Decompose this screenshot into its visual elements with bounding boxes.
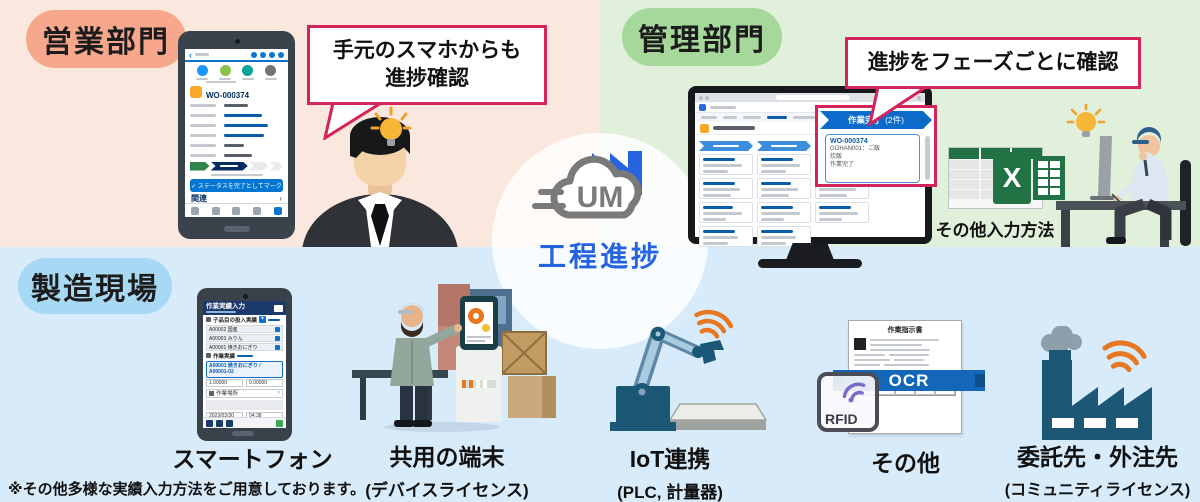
board-object-icon bbox=[700, 123, 709, 133]
excel-caption: その他入力方法 bbox=[935, 221, 1055, 240]
record-action-buttons bbox=[185, 62, 288, 83]
edit-icon bbox=[275, 335, 280, 341]
app-logo-icon bbox=[699, 103, 706, 111]
child-item-row: A00002 国産 bbox=[206, 325, 283, 333]
action-icon bbox=[219, 65, 231, 76]
action-icon bbox=[196, 65, 208, 76]
sales-speech-bubble: 手元のスマホからも 進捗確認 bbox=[307, 25, 547, 105]
work-results-section: 作業実績 bbox=[203, 351, 286, 360]
photo-icon bbox=[216, 419, 223, 427]
item-label-others: その他 bbox=[871, 450, 940, 476]
item-label-iot: IoT連携 (PLC, 計量器) bbox=[617, 446, 723, 502]
qr-code-icon bbox=[854, 338, 866, 350]
monitor-stand-neck bbox=[786, 243, 834, 260]
save-icon bbox=[276, 419, 283, 427]
excel-spreadsheet-icon: X bbox=[948, 144, 1083, 214]
admin-speech-bubble: 進捗をフェーズごとに確認 bbox=[845, 37, 1141, 89]
child-item-row: A00003 みりん bbox=[206, 334, 283, 342]
idea-lightbulb-icon bbox=[1076, 112, 1096, 132]
work-entry-header: 作業実績入力 bbox=[203, 301, 286, 315]
document-title: 作業指示書 bbox=[887, 327, 923, 334]
work-order-id: WO-000374 bbox=[206, 90, 250, 100]
edit-icon bbox=[275, 326, 280, 332]
nav-icon bbox=[211, 206, 220, 215]
rfid-tag-icon: RFID bbox=[817, 372, 879, 432]
work-location-dropdown: 作業場所 × bbox=[206, 388, 283, 398]
child-items-section: 子品目の投入実績 + bbox=[203, 315, 286, 324]
phone-home-slot bbox=[231, 431, 254, 436]
home-icon bbox=[251, 51, 257, 58]
factory-phone-screen: 作業実績入力 子品目の投入実績 + A00002 国産 A00003 みりん A… bbox=[203, 301, 286, 428]
phone-home-slot bbox=[223, 226, 250, 232]
quantity-input: 0.00000 bbox=[246, 378, 283, 387]
browser-chrome bbox=[695, 93, 925, 102]
back-icon: ‹ bbox=[189, 49, 192, 60]
phone-camera-dot bbox=[234, 39, 240, 44]
truck-icon bbox=[274, 305, 283, 312]
notifications-icon bbox=[278, 51, 284, 58]
card-work-order-id: WO-000374 bbox=[830, 138, 868, 145]
factory-smartphone: 作業実績入力 子品目の投入実績 + A00002 国産 A00003 みりん A… bbox=[197, 288, 292, 441]
favorite-icon bbox=[260, 51, 266, 58]
factory-section-label: 製造現場 bbox=[18, 258, 172, 314]
footnote: ※その他多様な実績入力方法をご用意しております。 bbox=[8, 481, 366, 498]
mobile-bottom-nav bbox=[185, 203, 288, 217]
nav-icon bbox=[253, 206, 262, 215]
subcontractor-factory-icon bbox=[1041, 326, 1152, 440]
selected-item-card: A00001 焼きおにぎり / A00001-02 bbox=[206, 361, 283, 378]
idea-lightbulb-icon bbox=[370, 106, 412, 146]
sales-smartphone: ‹ WO-000374 bbox=[178, 31, 295, 239]
action-icon bbox=[242, 65, 254, 76]
bubble-text-line1: 手元のスマホからも bbox=[332, 38, 522, 62]
um-cloud-factory-logo-icon: UM bbox=[532, 151, 642, 219]
mobile-app-header: ‹ bbox=[185, 49, 288, 62]
excel-x-logo: X bbox=[993, 152, 1031, 204]
phone-camera-dot bbox=[242, 294, 248, 299]
search-icon bbox=[269, 51, 275, 58]
sales-bubble-tail bbox=[323, 102, 382, 140]
nav-icon bbox=[273, 206, 282, 215]
rfid-label: RFID bbox=[825, 411, 858, 427]
bubble-text-line2: 進捗確認 bbox=[385, 67, 469, 90]
grid-icon bbox=[226, 419, 233, 427]
businessman-illustration bbox=[302, 117, 458, 247]
child-item-row: A00001 焼きおにぎり bbox=[206, 343, 283, 351]
sales-section-label: 営業部門 bbox=[26, 10, 186, 68]
sales-phone-screen: ‹ WO-000374 bbox=[185, 49, 288, 217]
mark-status-complete-button: ✓ ステータスを完了としてマーク bbox=[190, 179, 283, 192]
admin-desktop-monitor: 作業完了(2件) WO-000374 GOHAN001：ご飯 炊飯 作業完了 bbox=[688, 86, 937, 247]
admin-bubble-tail bbox=[868, 86, 927, 126]
kanban-column bbox=[757, 141, 811, 247]
ocr-rfid-group: 作業指示書 OCR RFID bbox=[815, 318, 987, 444]
add-icon: + bbox=[259, 316, 267, 323]
phase-scrollbar bbox=[925, 136, 930, 180]
nav-icon bbox=[191, 206, 200, 215]
comment-textarea bbox=[206, 399, 283, 410]
work-order-card: WO-000374 GOHAN001：ご飯 炊飯 作業完了 bbox=[825, 134, 920, 183]
admin-section-label: 管理部門 bbox=[622, 8, 782, 66]
bubble-text: 進捗をフェーズごとに確認 bbox=[867, 50, 1119, 74]
related-section-row: 関連› bbox=[191, 194, 282, 203]
quantity-input: 1.00000 bbox=[206, 378, 243, 387]
product-name: 工程進捗 bbox=[537, 241, 662, 272]
action-icon bbox=[265, 65, 277, 76]
excel-sheet-grid bbox=[1033, 156, 1065, 200]
iot-robot-arm-illustration bbox=[610, 309, 768, 431]
monitor-stand-base bbox=[758, 259, 862, 268]
record-banner: WO-000374 bbox=[185, 80, 288, 100]
desk-worker-illustration bbox=[1056, 104, 1191, 247]
shared-terminal-illustration bbox=[352, 284, 556, 432]
item-label-subcontractor: 委託先・外注先 (コミュニティライセンス) bbox=[1004, 444, 1191, 499]
status-path bbox=[185, 160, 288, 172]
camera-icon bbox=[206, 419, 213, 427]
product-logo-circle: UM 工程進捗 bbox=[492, 133, 708, 349]
nav-icon bbox=[232, 206, 241, 215]
svg-text:UM: UM bbox=[577, 181, 624, 214]
factory-phone-toolbar bbox=[203, 417, 286, 428]
kanban-column bbox=[699, 141, 753, 247]
item-label-smartphone: スマートフォン bbox=[172, 446, 333, 472]
work-order-icon bbox=[190, 85, 202, 98]
item-label-shared-terminal: 共用の端末 (デバイスライセンス) bbox=[365, 444, 529, 500]
edit-icon bbox=[275, 344, 280, 350]
